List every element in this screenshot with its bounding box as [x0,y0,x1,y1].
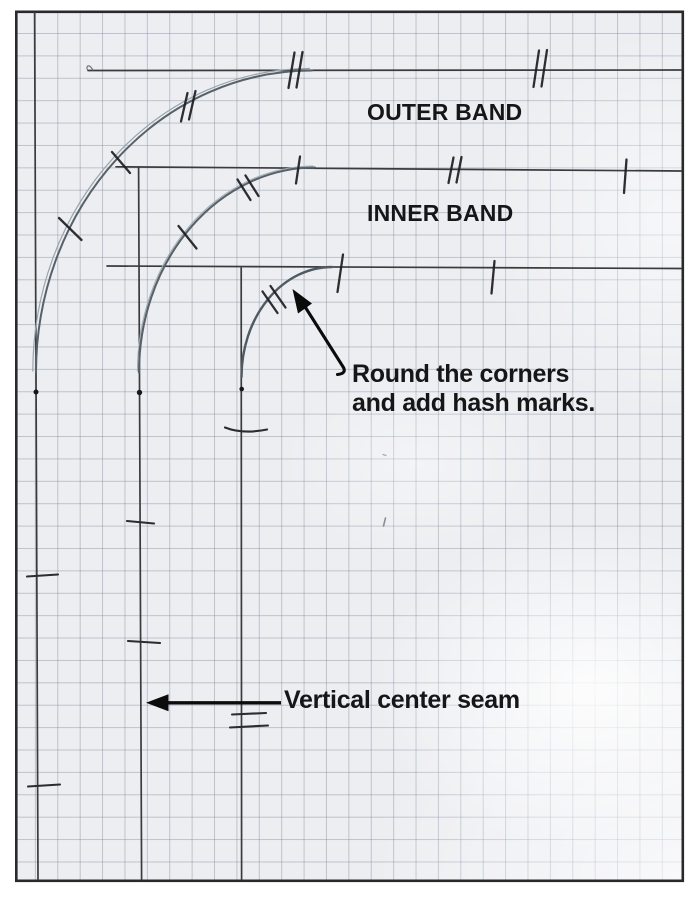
inner-corner-curve [137,166,317,374]
inner-band-label: INNER BAND [367,200,514,226]
tick-mark [25,573,60,578]
hash-mark [447,156,455,185]
tick-mark [228,724,270,729]
round-corners-note-line1: Round the corners [352,360,570,388]
pivot-dot [33,389,39,395]
left-vertical-line [33,11,39,881]
pivot-dot [239,386,244,392]
hash-mark [540,48,549,88]
round-corners-note-line2: and add hash marks. [352,389,595,417]
seam-ticks [25,426,270,788]
tick-mark [26,783,62,788]
hash-mark [187,89,197,121]
small-corner-curve [240,265,334,379]
outer-corner-curve [35,69,313,374]
pivot-dot [136,389,143,396]
outer-corner-curve-ghost [32,67,311,372]
hash-mark [269,284,287,309]
hash-mark [295,50,304,89]
hash-mark [336,253,345,294]
hash-mark [179,91,189,123]
arrow-left-icon [146,694,281,712]
hash-mark [294,155,302,185]
hash-mark [244,174,260,198]
band-fold-line [106,265,682,270]
inner-corner-curve-ghost [136,165,314,372]
tick-mark [125,519,156,525]
note-arrow-head [292,289,312,314]
pencil-speck [382,517,387,527]
hash-mark [261,290,279,315]
seam-arrow-head [146,694,169,712]
outer-band-label: OUTER BAND [367,99,523,125]
note-arrow-shaft [303,305,346,377]
tick-mark [126,639,162,645]
hash-mark [287,51,296,90]
pencil-squiggle [86,65,94,71]
hash-mark [177,224,198,250]
hash-mark [490,259,496,295]
round-corners-note: Round the corners and add hash marks. [352,360,595,418]
vertical-center-seam-label: Vertical center seam [284,686,520,714]
tick-mark [230,711,268,716]
inner-band-top-line [115,165,682,172]
outer-band-top-line [87,69,682,72]
tick-mark [223,426,269,433]
hash-mark [455,155,463,184]
hash-marks [57,48,628,315]
hash-mark [57,216,83,242]
hash-mark [622,158,628,195]
pivot-dots [33,386,244,396]
arrow-up-left-icon [292,289,346,377]
pencil-speck [382,453,387,457]
hash-mark [532,49,541,89]
hash-mark [236,178,252,202]
hash-mark [110,150,132,175]
diagram-frame [14,10,685,883]
graph-paper-background [17,13,682,880]
pencil-specks [86,65,387,527]
straight-lines [33,11,682,881]
